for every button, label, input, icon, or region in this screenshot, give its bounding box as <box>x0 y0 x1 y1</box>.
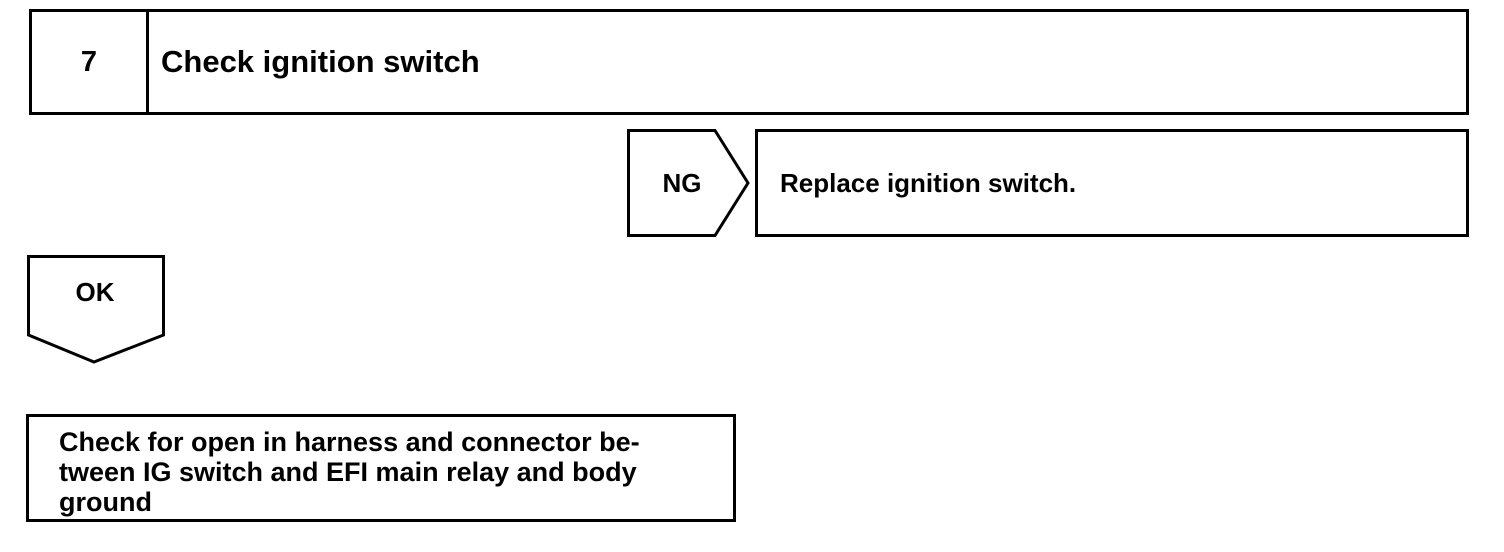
ng-label: NG <box>662 167 702 198</box>
right-arrow-icon <box>627 129 750 237</box>
ng-arrow: NG <box>627 129 751 237</box>
step-header-box: 7 Check ignition switch <box>29 9 1469 115</box>
step-title: Check ignition switch <box>161 44 480 79</box>
ok-action-line: Check for open in harness and connector … <box>59 427 640 457</box>
ok-arrow: OK <box>27 255 167 365</box>
ok-action-line: ground <box>59 487 152 517</box>
step-number: 7 <box>32 12 149 112</box>
ok-label: OK <box>75 277 115 307</box>
ok-action-line: tween IG switch and EFI main relay and b… <box>59 457 637 487</box>
ng-action-text: Replace ignition switch. <box>780 167 1077 198</box>
ng-action-box: Replace ignition switch. <box>755 129 1469 237</box>
down-arrow-icon <box>27 255 165 364</box>
ok-action-box: Check for open in harness and connector … <box>26 414 736 522</box>
